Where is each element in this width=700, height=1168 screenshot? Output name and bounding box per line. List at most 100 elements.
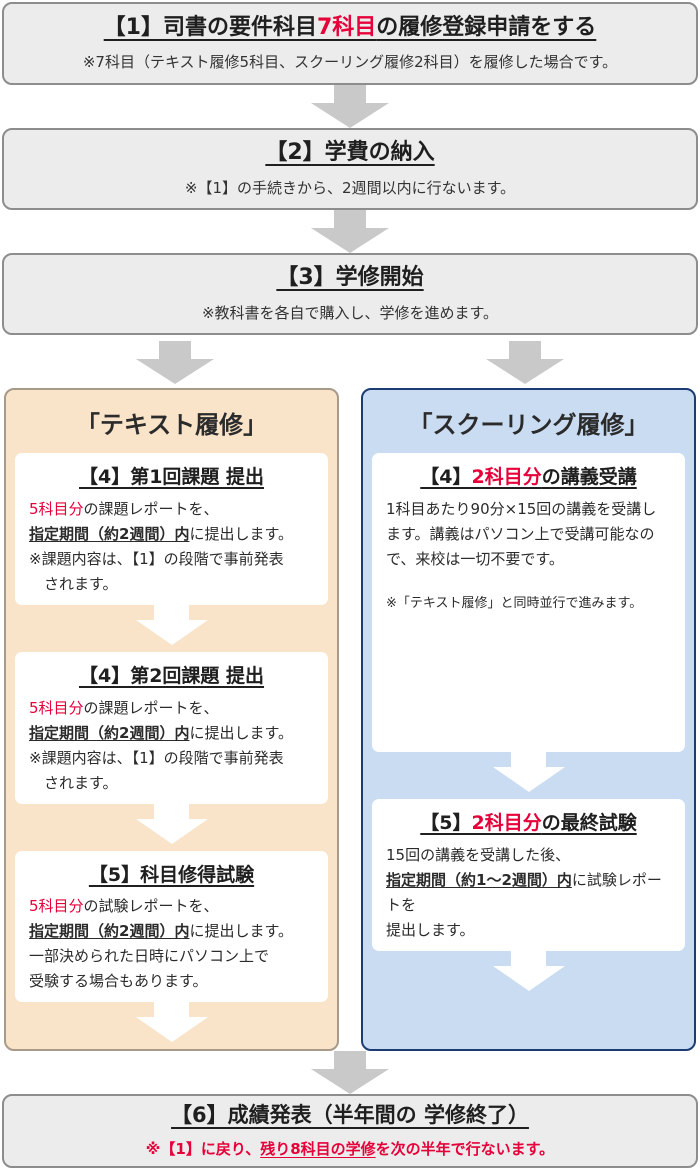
step4-assignment2-body: 5科目分の課題レポートを、 指定期間（約2週間）内に提出します。 ※課題内容は、… — [29, 696, 314, 796]
deadline-emphasis: 指定期間（約2週間）内 — [29, 524, 190, 543]
subjects-count-highlight: 5科目分 — [29, 698, 84, 717]
step6-box: 【6】成績発表（半年間の 学修終了） ※【1】に戻り、残り8科目の学修を次の半年… — [2, 1094, 698, 1168]
step5-final-exam-box: 【5】2科目分の最終試験 15回の講義を受講した後、 指定期間（約1～2週間）内… — [372, 799, 685, 951]
step3-box: 【3】学修開始 ※教科書を各自で購入し、学修を進めます。 — [2, 253, 698, 335]
step6-note: ※【1】に戻り、残り8科目の学修を次の半年で行ないます。 — [146, 1138, 554, 1159]
step5-final-exam-title: 【5】2科目分の最終試験 — [386, 812, 671, 835]
schooling-course-heading: 「スクーリング履修」 — [408, 411, 649, 439]
deadline-emphasis: 指定期間（約1～2週間）内 — [386, 870, 572, 889]
body-text: の課題レポートを、 — [83, 698, 219, 717]
subjects-count-highlight: 5科目分 — [29, 897, 84, 916]
body-text: に提出します。 — [189, 524, 293, 543]
step1-title-highlight: 7科目 — [316, 14, 377, 40]
title-post: の講義受講 — [541, 466, 637, 488]
down-arrow-icon — [486, 341, 564, 384]
step4-assignment2-box: 【4】第2回課題 提出 5科目分の課題レポートを、 指定期間（約2週間）内に提出… — [15, 651, 328, 804]
arrow-stem — [154, 604, 189, 620]
arrow-head — [311, 228, 389, 253]
step4-lectures-title: 【4】2科目分の講義受講 — [386, 466, 671, 489]
schooling-course-column: 「スクーリング履修」 【4】2科目分の講義受講 1科目あたり90分×15回の講義… — [361, 388, 696, 1052]
arrow-stem — [511, 950, 546, 966]
body-text: に試験レポートを — [386, 870, 662, 914]
note-post: を次の半年で行ないます。 — [375, 1140, 555, 1159]
title-pre: 【4】 — [420, 466, 472, 488]
step1-title: 【1】司書の要件科目7科目の履修登録申請をする — [104, 15, 597, 41]
down-arrow-icon — [133, 803, 211, 844]
subjects-count-highlight: 2科目分 — [471, 812, 542, 834]
arrow-head — [311, 103, 389, 128]
arrow-stem — [334, 85, 366, 103]
down-arrow-icon — [490, 950, 568, 991]
body-text: に提出します。 — [189, 723, 293, 742]
body-text: 一部決められた日時にパソコン上で — [29, 947, 270, 966]
step1-title-post: の履修登録申請をする — [376, 14, 597, 40]
arrow-stem — [509, 341, 541, 359]
body-text: に提出します。 — [189, 922, 293, 941]
subjects-count-highlight: 2科目分 — [471, 466, 542, 488]
deadline-emphasis: 指定期間（約2週間）内 — [29, 922, 190, 941]
course-columns: 「テキスト履修」 【4】第1回課題 提出 5科目分の課題レポートを、 指定期間（… — [0, 388, 700, 1052]
text-course-heading: 「テキスト履修」 — [75, 411, 268, 439]
title-pre: 【5】 — [420, 812, 472, 834]
arrow-stem — [334, 210, 366, 228]
step2-title: 【2】学費の納入 — [265, 140, 435, 166]
deadline-emphasis: 指定期間（約2週間）内 — [29, 723, 190, 742]
text-course-column: 「テキスト履修」 【4】第1回課題 提出 5科目分の課題レポートを、 指定期間（… — [4, 388, 339, 1052]
down-arrow-icon — [133, 604, 211, 645]
arrow-stem — [154, 1002, 189, 1018]
step4-lectures-note: ※「テキスト履修」と同時並行で進みます。 — [386, 595, 643, 611]
step4-assignment2-title: 【4】第2回課題 提出 — [78, 664, 265, 687]
arrow-stem — [511, 752, 546, 767]
step3-title: 【3】学修開始 — [276, 265, 424, 291]
step4-assignment1-title: 【4】第1回課題 提出 — [78, 466, 265, 488]
arrow-head — [486, 359, 564, 384]
arrow-head — [311, 1069, 389, 1095]
step1-note: ※7科目（テキスト履修5科目、スクーリング履修2科目）を履修した場合です。 — [82, 53, 618, 72]
step5-subject-exam-body: 5科目分の試験レポートを、 指定期間（約2週間）内に提出します。 一部決められた… — [29, 894, 314, 994]
down-arrow-icon — [133, 1002, 211, 1043]
down-arrow-icon — [136, 341, 214, 384]
step5-subject-exam-box: 【5】科目修得試験 5科目分の試験レポートを、 指定期間（約2週間）内に提出しま… — [15, 850, 328, 1003]
step5-final-exam-body: 15回の講義を受講した後、 指定期間（約1～2週間）内に試験レポートを 提出しま… — [386, 843, 671, 943]
step3-note: ※教科書を各自で購入し、学修を進めます。 — [201, 303, 499, 322]
arrow-head — [492, 767, 565, 792]
step4-assignment1-body: 5科目分の課題レポートを、 指定期間（約2週間）内に提出します。 ※課題内容は、… — [29, 497, 314, 597]
down-arrow-icon — [311, 85, 389, 128]
body-text: ※課題内容は、【1】の段階で事前発表 — [29, 549, 284, 568]
body-text: 受験する場合もあります。 — [29, 972, 208, 991]
body-text: されます。 — [44, 773, 118, 792]
down-arrow-icon — [490, 752, 568, 792]
split-arrow-right-wrap — [350, 341, 700, 384]
step1-box: 【1】司書の要件科目7科目の履修登録申請をする ※7科目（テキスト履修5科目、ス… — [2, 2, 698, 85]
note-pre: ※【1】に戻り、 — [145, 1140, 261, 1159]
step5-subject-exam-title: 【5】科目修得試験 — [88, 863, 255, 886]
arrow-head — [136, 359, 214, 384]
arrow-stem — [159, 341, 191, 359]
body-text: 15回の講義を受講した後、 — [386, 845, 571, 864]
arrow-head — [135, 818, 208, 844]
arrow-stem — [334, 1051, 366, 1070]
step2-note: ※【1】の手続きから、2週間以内に行ないます。 — [184, 178, 516, 197]
title-post: の最終試験 — [541, 812, 637, 834]
arrow-head — [135, 619, 208, 645]
body-text: 提出します。 — [386, 920, 475, 939]
split-arrow-left-wrap — [0, 341, 350, 384]
down-arrow-icon — [311, 210, 389, 253]
subjects-count-highlight: 5科目分 — [29, 499, 84, 518]
down-arrow-icon — [311, 1051, 389, 1095]
step4-lectures-box: 【4】2科目分の講義受講 1科目あたり90分×15回の講義を受講します。講義はパ… — [372, 453, 685, 752]
arrow-stem — [154, 803, 189, 819]
arrow-head — [135, 1017, 208, 1043]
step2-box: 【2】学費の納入 ※【1】の手続きから、2週間以内に行ないます。 — [2, 128, 698, 210]
arrow-head — [492, 965, 565, 991]
body-text: の課題レポートを、 — [83, 499, 219, 518]
body-text: されます。 — [44, 574, 118, 593]
note-underline: 残り8科目の学修 — [260, 1140, 376, 1159]
body-text: ※課題内容は、【1】の段階で事前発表 — [29, 748, 284, 767]
step1-title-pre: 【1】司書の要件科目 — [103, 14, 317, 40]
split-arrows — [0, 341, 700, 384]
step4-assignment1-box: 【4】第1回課題 提出 5科目分の課題レポートを、 指定期間（約2週間）内に提出… — [15, 453, 328, 605]
step6-title: 【6】成績発表（半年間の 学修終了） — [171, 1103, 529, 1128]
step4-lectures-body: 1科目あたり90分×15回の講義を受講します。講義はパソコン上で受講可能なので、… — [386, 499, 657, 568]
